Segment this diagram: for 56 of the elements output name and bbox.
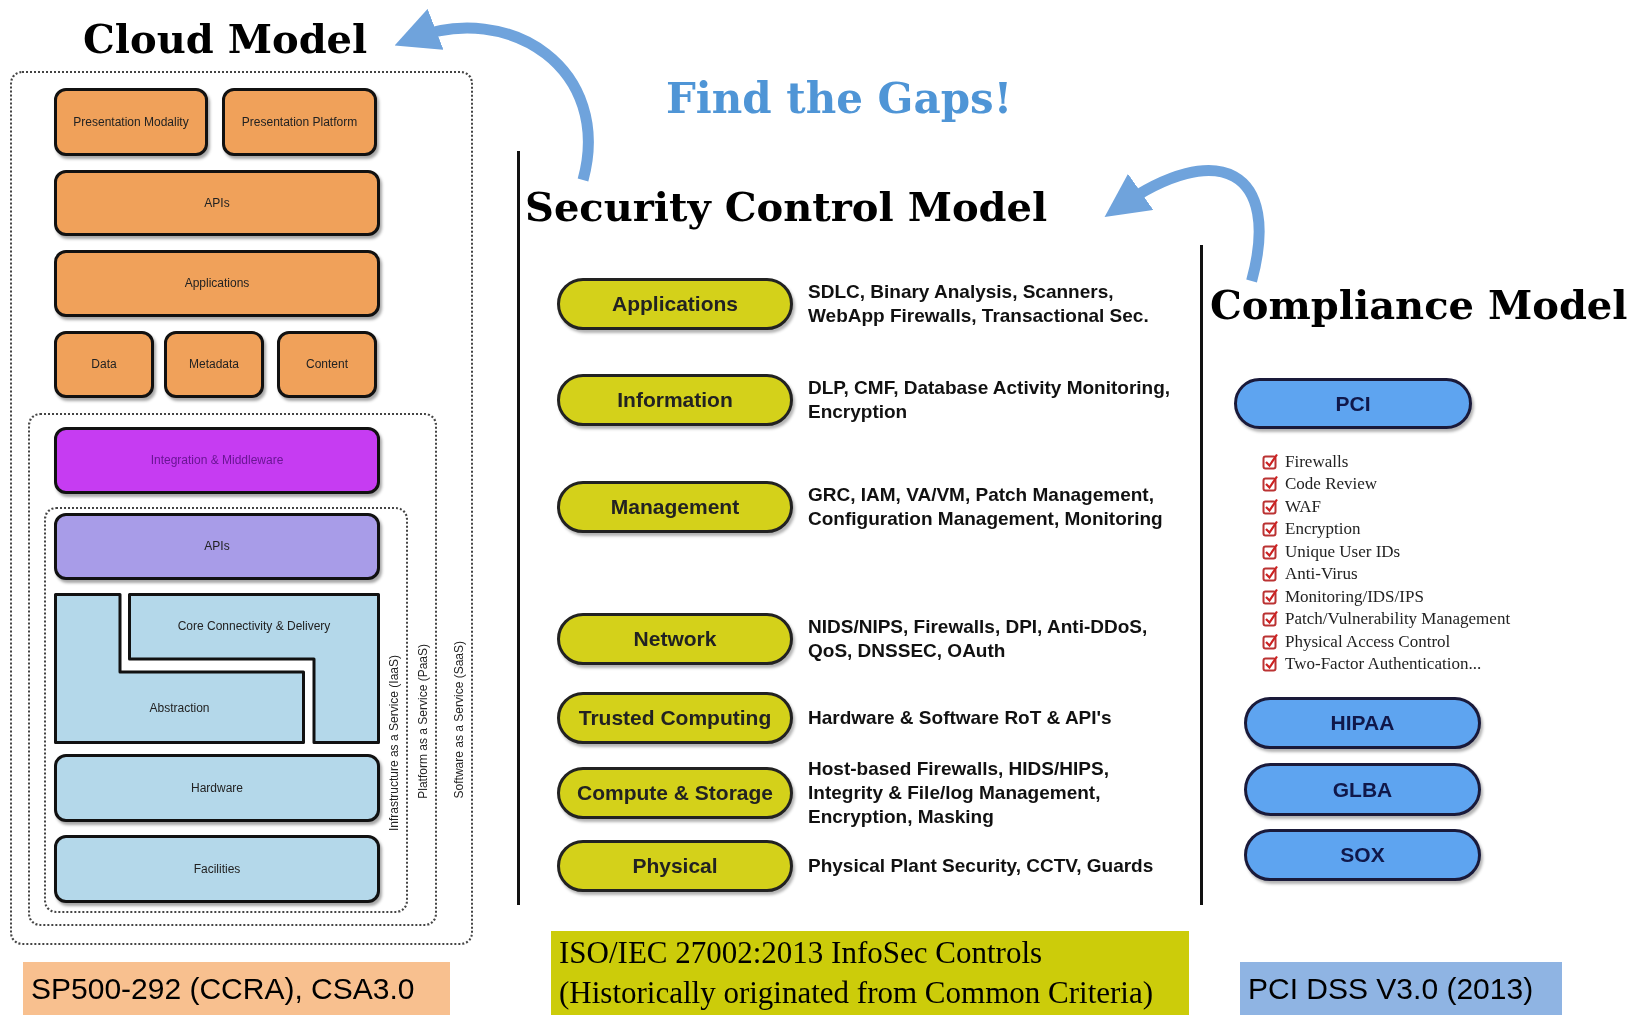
category-pill: Physical: [557, 840, 793, 892]
dotted-container: [10, 71, 473, 945]
layer-block: APIs: [54, 513, 380, 580]
checklist-item: WAF: [1285, 495, 1321, 518]
control-description: Physical Plant Security, CCTV, Guards: [808, 853, 1155, 878]
checklist-item: Two-Factor Authentication...: [1285, 653, 1482, 675]
curved-arrow: [394, 10, 594, 181]
layer-block: Hardware: [54, 754, 380, 822]
vertical-label: Infrastructure as a Service (IaaS): [388, 654, 400, 831]
section-heading: Cloud Model: [83, 12, 397, 66]
category-pill: Information: [557, 374, 793, 426]
compliance-pill: HIPAA: [1244, 697, 1481, 749]
dotted-container: [44, 507, 408, 913]
category-pill: Management: [557, 481, 793, 533]
compliance-pill: SOX: [1244, 829, 1481, 881]
compliance-pill: GLBA: [1244, 763, 1481, 816]
control-description: DLP, CMF, Database Activity Monitoring, Encryption: [808, 375, 1172, 424]
control-description: SDLC, Binary Analysis, Scanners, WebApp Firewalls, Transactional Sec.: [808, 279, 1150, 328]
slogan-text: Find the Gaps!: [666, 78, 1013, 120]
source-banner: PCI DSS V3.0 (2013): [1240, 962, 1562, 1015]
layer-block: Presentation Platform: [222, 88, 377, 156]
checklist-item: Patch/Vulnerability Management: [1285, 608, 1511, 630]
category-pill: Applications: [557, 278, 793, 330]
checklist-item: Unique User IDs: [1285, 540, 1401, 563]
category-pill: Compute & Storage: [557, 767, 793, 819]
control-description: Hardware & Software RoT & API's: [808, 705, 1113, 730]
dotted-container: [28, 413, 437, 926]
control-description: GRC, IAM, VA/VM, Patch Management, Configuration Management, Monitoring: [808, 482, 1164, 531]
layer-block: Metadata: [164, 331, 264, 398]
section-heading: Security Control Model: [525, 180, 1105, 234]
layer-block: Presentation Modality: [54, 88, 208, 156]
layer-block: Integration & Middleware: [54, 427, 380, 494]
control-description: NIDS/NIPS, Firewalls, DPI, Anti-DDoS, QoS, DNSSEC, OAuth: [808, 614, 1149, 663]
layer-block: Applications: [54, 250, 380, 317]
layer-block: APIs: [54, 170, 380, 236]
checklist-item: Physical Access Control: [1285, 630, 1451, 653]
section-heading: Compliance Model: [1210, 281, 1626, 329]
checklist-item: Anti-Virus: [1285, 563, 1358, 585]
source-banner: SP500-292 (CCRA), CSA3.0: [23, 962, 450, 1015]
layer-block: Data: [54, 331, 154, 398]
category-pill: Network: [557, 613, 793, 665]
checklist-item: Code Review: [1285, 473, 1378, 495]
compliance-pill: PCI: [1234, 378, 1472, 429]
checklist-item: Monitoring/IDS/IPS: [1285, 585, 1424, 608]
layer-block: Facilities: [54, 835, 380, 903]
category-pill: Trusted Computing: [557, 692, 793, 744]
vertical-label: Software as a Service (SaaS): [453, 640, 465, 798]
curved-arrow: [1104, 165, 1265, 283]
source-banner: ISO/IEC 27002:2013 InfoSec Controls (Historically originated from Common Criteria): [551, 931, 1189, 1015]
layer-block: Content: [277, 331, 377, 398]
control-description: Host-based Firewalls, HIDS/HIPS, Integrity & File/log Management, Encryption, Masking: [808, 756, 1110, 830]
block-label: Core Connectivity & Delivery: [177, 618, 331, 635]
checklist-item: Encryption: [1285, 518, 1361, 540]
checklist-item: Firewalls: [1285, 450, 1349, 473]
block-label: Abstraction: [149, 700, 210, 717]
vertical-label: Platform as a Service (PaaS): [417, 644, 429, 799]
